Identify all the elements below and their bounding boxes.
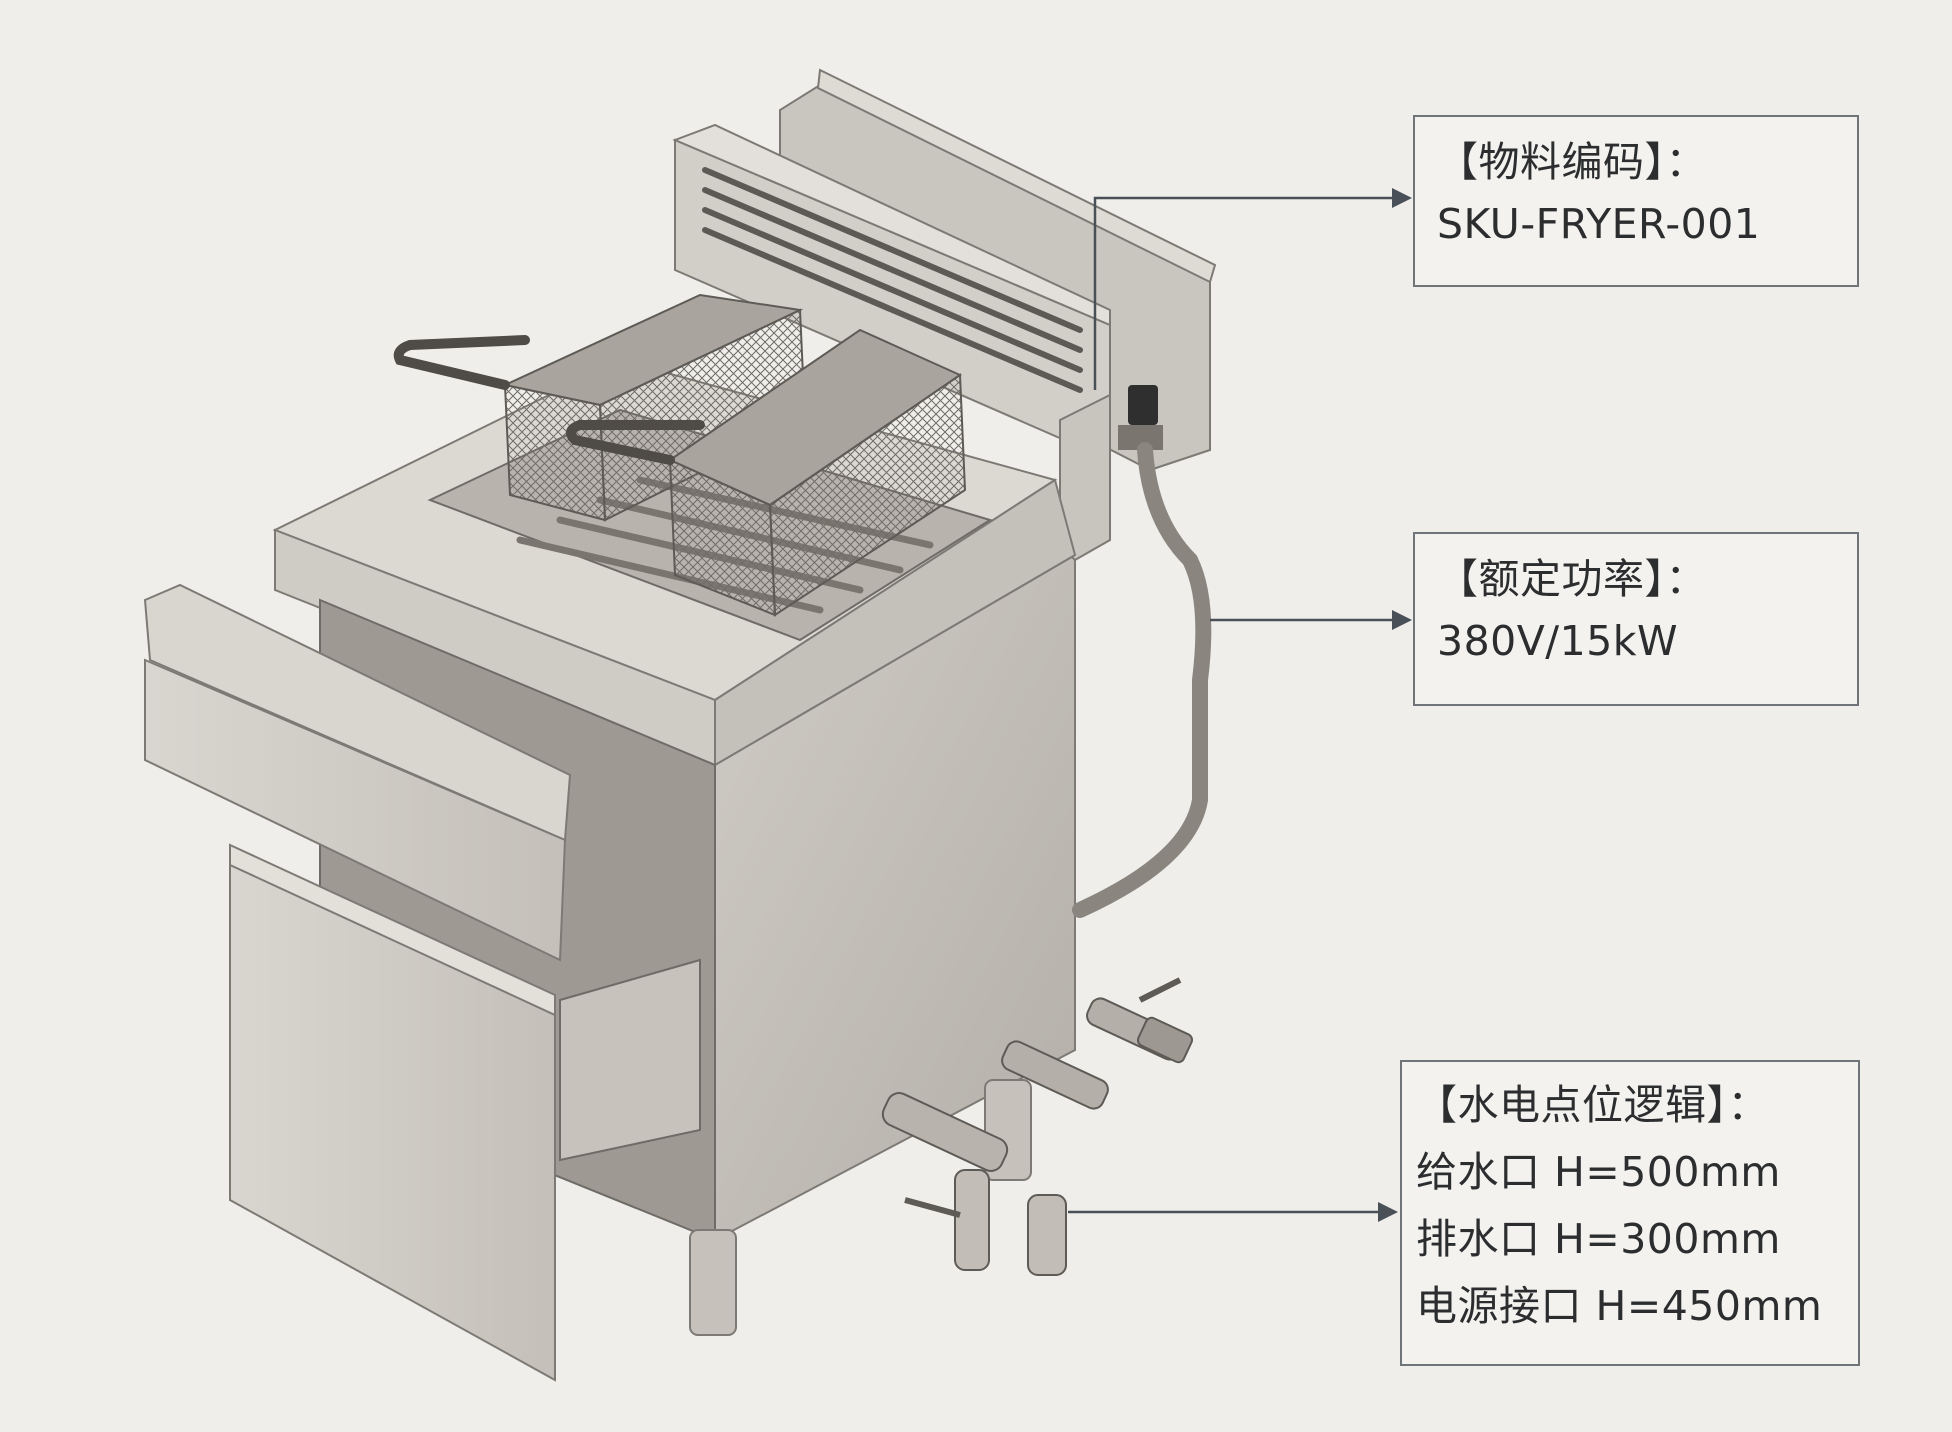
callout-rated-power: 【额定功率】： 380V/15kW <box>1413 532 1859 706</box>
rated-power-value: 380V/15kW <box>1437 617 1679 665</box>
cabinet-door <box>229 843 556 1382</box>
fry-basket-left <box>393 293 807 522</box>
rated-power-label: 【额定功率】： <box>1437 555 1707 603</box>
material-code-label: 【物料编码】： <box>1437 138 1707 186</box>
callout-utility-points: 【水电点位逻辑】： 给水口 H=500mm 排水口 H=300mm 电源接口 H… <box>1400 1060 1860 1366</box>
vent-slots <box>702 167 1083 393</box>
legs <box>689 1079 1032 1336</box>
power-interface-height: 电源接口 H=450mm <box>1416 1282 1823 1330</box>
power-junction-box <box>1118 385 1163 450</box>
water-inlet-height: 给水口 H=500mm <box>1416 1148 1781 1196</box>
drain-outlet-valve <box>881 1040 1109 1276</box>
fry-basket-right <box>566 328 967 617</box>
utility-points-label: 【水电点位逻辑】： <box>1416 1081 1769 1129</box>
drawer-front <box>143 583 572 962</box>
interior-tray <box>559 958 701 1162</box>
leader-arrowheads <box>1378 188 1412 1222</box>
power-conduit <box>1072 442 1212 918</box>
material-code-value: SKU-FRYER-001 <box>1437 200 1761 248</box>
backsplash <box>672 68 1217 472</box>
leader-lines <box>1068 196 1398 1214</box>
drain-outlet-height: 排水口 H=300mm <box>1416 1215 1781 1263</box>
callout-material-code: 【物料编码】： SKU-FRYER-001 <box>1413 115 1859 287</box>
water-inlet-valve <box>1086 977 1194 1064</box>
